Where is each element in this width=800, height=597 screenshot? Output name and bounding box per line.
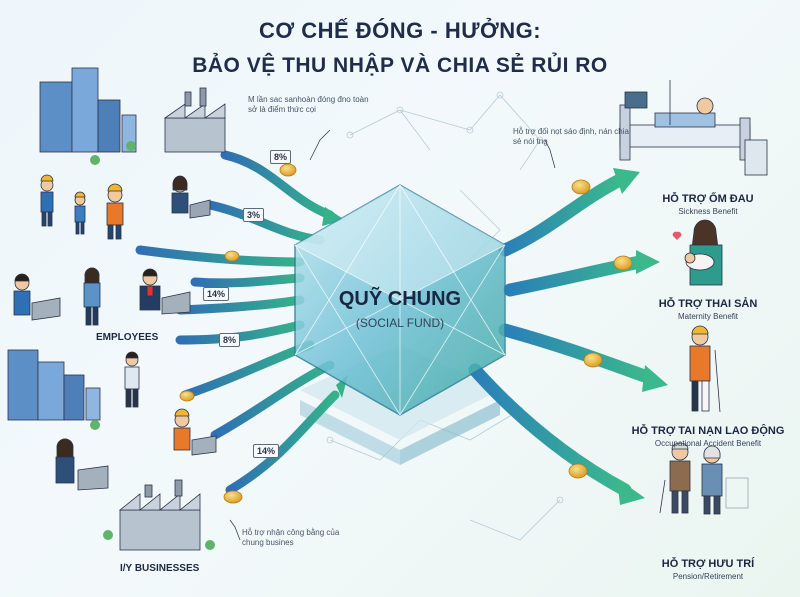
rate-tag: 3% [243,208,265,222]
note-top-right: Hỗ trợ đối nọt sáo định, nán chia sẻ nói… [513,127,629,146]
worker-icon [40,174,54,227]
employee-icon [83,267,101,326]
fund-crystal [294,184,506,416]
worker-icon [106,183,124,240]
contributors [7,67,226,551]
outgoing-arrow-sickness [498,173,627,257]
employee-laptop-icon [13,273,61,321]
incoming-arrow-8 [210,360,335,440]
benefit-label-sickness-en: Sickness Benefit [678,207,738,216]
coin-icon [224,250,240,262]
title-line-1: CƠ CHẾ ĐÓNG - HƯỞNG: [258,18,542,43]
rate-tag: 8% [219,333,241,347]
group-label-businesses: I/Y BUSINESSES [120,563,200,574]
incoming-arrow-1 [220,150,335,220]
note-top-left: M lần sac sanhoàn đóng đno toàn sở là đi… [248,95,369,114]
outgoing-arrow-accident [498,323,657,385]
incoming-arrow-4 [190,273,305,288]
coin-icon [223,490,243,504]
benefit-illustrations [619,80,768,515]
group-label-employees: EMPLOYEES [96,332,159,343]
incoming-arrow-2 [205,200,325,245]
employee-phone-icon [124,351,140,408]
employee-laptop-icon [55,438,109,491]
coin-icon [613,255,633,271]
network-lines [326,91,564,541]
incoming-arrow-5 [175,295,305,315]
elderly-couple-icon [659,442,749,515]
fund-name-en: (SOCIAL FUND) [355,316,445,330]
title-line-2: BẢO VỆ THU NHẬP VÀ CHIA SẺ RỦI RO [192,54,608,77]
hospital-bed-icon [619,80,768,176]
rate-tag: 14% [203,287,230,301]
rate-tag: 8% [270,150,292,164]
coin-icon [568,463,588,479]
outgoing-arrowheads [613,168,668,505]
note-bottom: Hỗ trợ nhận công bằng của chung busines [242,528,340,547]
fund-name: QUỸ CHUNG [338,288,462,310]
incoming-arrow-3 [135,245,305,267]
coin-icon [571,179,591,195]
office-building-icon [39,67,137,153]
worker-icon [74,191,86,235]
coin-icon [179,390,195,402]
incoming-arrow-9 [225,390,340,495]
benefit-label-maternity: HỖ TRỢ THAI SẢN [658,298,758,310]
benefit-label-maternity-en: Maternity Benefit [677,312,739,321]
injured-worker-icon [689,325,721,413]
incoming-arrow-6 [175,320,305,345]
callout-lines [229,129,556,541]
outgoing-arrow-pension [468,363,632,497]
benefit-label-sickness: HỖ TRỢ ỐM ĐAU [662,193,754,205]
coin-icon [279,163,297,177]
rate-tag: 14% [253,444,280,458]
benefit-label-pension: HỖ TRỢ HƯU TRÍ [661,558,755,570]
office-building-icon [7,349,101,421]
factory-icon [118,479,201,551]
benefit-label-accident-en: Occupational Accident Benefit [654,439,762,448]
factory-icon [163,87,226,153]
coin-icon [583,352,603,368]
coins [179,163,633,504]
employee-laptop-icon [139,268,191,315]
worker-laptop-icon [173,408,217,456]
mother-baby-icon [672,219,723,286]
benefit-label-pension-en: Pension/Retirement [672,572,744,581]
employee-laptop-icon [171,175,211,219]
benefit-label-accident: HỖ TRỢ TAI NẠN LAO ĐỘNG [631,425,785,437]
tree-icon [90,141,215,550]
